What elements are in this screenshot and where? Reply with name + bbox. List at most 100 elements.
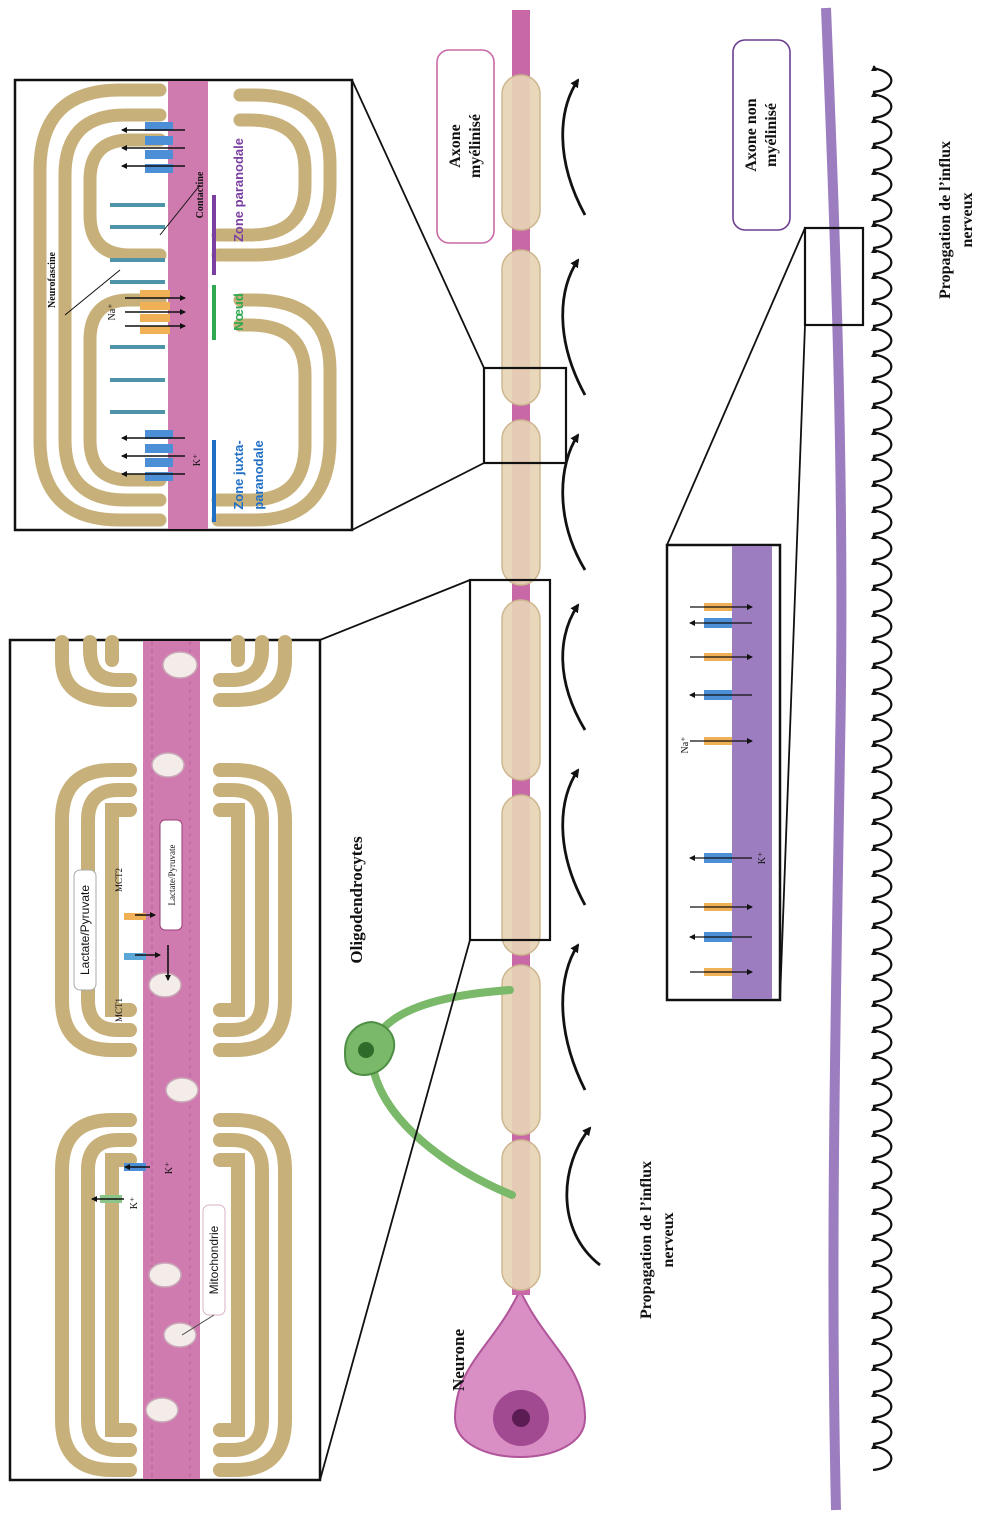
conduction-arrow — [871, 481, 893, 510]
conduction-arrow — [871, 533, 893, 562]
conduction-arrow — [871, 1339, 893, 1368]
zone-juxta-bar — [212, 440, 216, 522]
conduction-arrow — [871, 1417, 893, 1446]
label-propagation-unmyelinated-1: Propagation de l’influx — [937, 141, 954, 299]
label-neurofascine: Neurofascine — [47, 251, 58, 307]
conduction-arrow — [871, 845, 893, 874]
conduction-arrow — [871, 975, 893, 1004]
conduction-arrow — [871, 1079, 893, 1108]
conduction-arrow — [871, 65, 893, 94]
label-lactate-pyruvate-box: Lactate/Pyruvate — [78, 885, 92, 975]
label-axone-non-myelinise-1: Axone non — [743, 98, 760, 171]
conduction-arrow — [871, 1131, 893, 1160]
conduction-arrow — [871, 585, 893, 614]
conduction-arrow — [871, 1183, 893, 1212]
zoom-connector-node — [351, 79, 568, 531]
label-axone-non-myelinise-2: myélinisé — [763, 103, 780, 167]
myelin-segments — [501, 74, 541, 1291]
conduction-arrow — [871, 429, 893, 458]
conduction-arrow — [871, 1443, 893, 1472]
conduction-arrow — [871, 351, 893, 380]
label-na-node: Na⁺ — [107, 304, 118, 321]
conduction-arrow — [871, 377, 893, 406]
conduction-arrow — [871, 1209, 893, 1238]
conduction-arrow — [871, 143, 893, 172]
mct1-transporter — [124, 953, 146, 960]
conduction-arrow — [871, 1313, 893, 1342]
conduction-arrow — [871, 273, 893, 302]
conduction-arrow — [871, 455, 893, 484]
label-propagation-myelinated-1: Propagation de l’influx — [638, 1161, 655, 1319]
label-contactine: Contactine — [195, 171, 206, 218]
conduction-arrow — [871, 715, 893, 744]
zoom-connector-left — [319, 578, 552, 1481]
conduction-arrow — [871, 195, 893, 224]
label-zone-juxta-2: paranodale — [251, 440, 266, 509]
label-na-unmyelinated: Na⁺ — [680, 737, 691, 754]
zone-paranodale-bar — [212, 195, 216, 275]
zoom-connector-unmyelinated — [666, 226, 865, 1001]
zoom-box-unmyelinated — [665, 543, 782, 1002]
conduction-arrow — [871, 689, 893, 718]
conduction-arrow — [871, 221, 893, 250]
neuron-cell-body — [453, 1287, 587, 1458]
label-k-left-1: K⁺ — [164, 1162, 175, 1175]
conduction-arrow — [871, 1053, 893, 1082]
conduction-arrow — [871, 247, 893, 276]
axone-non-myelinise-box — [732, 39, 791, 231]
noeud-bar — [212, 285, 216, 340]
label-mct1: MCT1 — [114, 998, 124, 1022]
conduction-arrow — [871, 403, 893, 432]
label-k-unmyelinated: K⁺ — [757, 852, 768, 865]
saltatory-arrows — [561, 78, 601, 1267]
conduction-arrow — [871, 325, 893, 354]
conduction-arrow — [871, 793, 893, 822]
label-noeud: Nœud — [231, 293, 246, 331]
conduction-arrow — [871, 767, 893, 796]
label-neurone: Neurone — [449, 1329, 468, 1391]
conduction-arrow — [871, 949, 893, 978]
conduction-arrow — [871, 1235, 893, 1264]
conduction-arrow — [871, 1105, 893, 1134]
label-propagation-unmyelinated-2: nerveux — [959, 192, 976, 247]
conduction-arrow — [871, 1391, 893, 1420]
conduction-arrow — [871, 637, 893, 666]
conduction-arrow — [871, 871, 893, 900]
label-zone-paranodale: Zone paranodale — [231, 138, 246, 242]
label-propagation-myelinated-2: nerveux — [660, 1212, 677, 1267]
conduction-arrow — [871, 1261, 893, 1290]
label-zone-juxta-1: Zone juxta- — [231, 440, 246, 509]
neurofascine-contactine-junctions — [110, 203, 165, 414]
conduction-arrow — [871, 741, 893, 770]
mitochondria — [145, 651, 199, 1423]
label-k-node: K⁺ — [192, 454, 203, 467]
conduction-arrow — [871, 1365, 893, 1394]
zoom-box-node — [13, 78, 354, 532]
conduction-arrow — [871, 1157, 893, 1186]
label-lactate-pyruvate-axon: Lactate/Pyruvate — [167, 845, 177, 906]
label-mitochondrie: Mitochondrie — [207, 1225, 221, 1294]
conduction-arrow — [871, 91, 893, 120]
conduction-arrow — [871, 1287, 893, 1316]
label-axone-myelinise-2: myélinisé — [467, 114, 484, 178]
unmyelinated-axon — [821, 7, 847, 1511]
label-k-left-2: K⁺ — [129, 1197, 140, 1210]
conduction-arrow — [871, 663, 893, 692]
conduction-arrow — [871, 1027, 893, 1056]
continuous-conduction-arrows — [871, 65, 893, 1472]
label-axone-myelinise-1: Axone — [447, 124, 464, 168]
conduction-arrow — [871, 117, 893, 146]
conduction-arrow — [871, 923, 893, 952]
conduction-arrow — [871, 299, 893, 328]
conduction-arrow — [871, 169, 893, 198]
conduction-arrow — [871, 1001, 893, 1030]
conduction-arrow — [871, 897, 893, 926]
label-oligodendrocytes: Oligodendrocytes — [347, 836, 366, 964]
oligodendrocyte — [343, 986, 516, 1199]
mct2-transporter — [124, 913, 146, 920]
conduction-arrow — [871, 507, 893, 536]
conduction-arrow — [871, 611, 893, 640]
k-channels-juxtaparanode — [145, 122, 173, 481]
conduction-arrow — [871, 559, 893, 588]
